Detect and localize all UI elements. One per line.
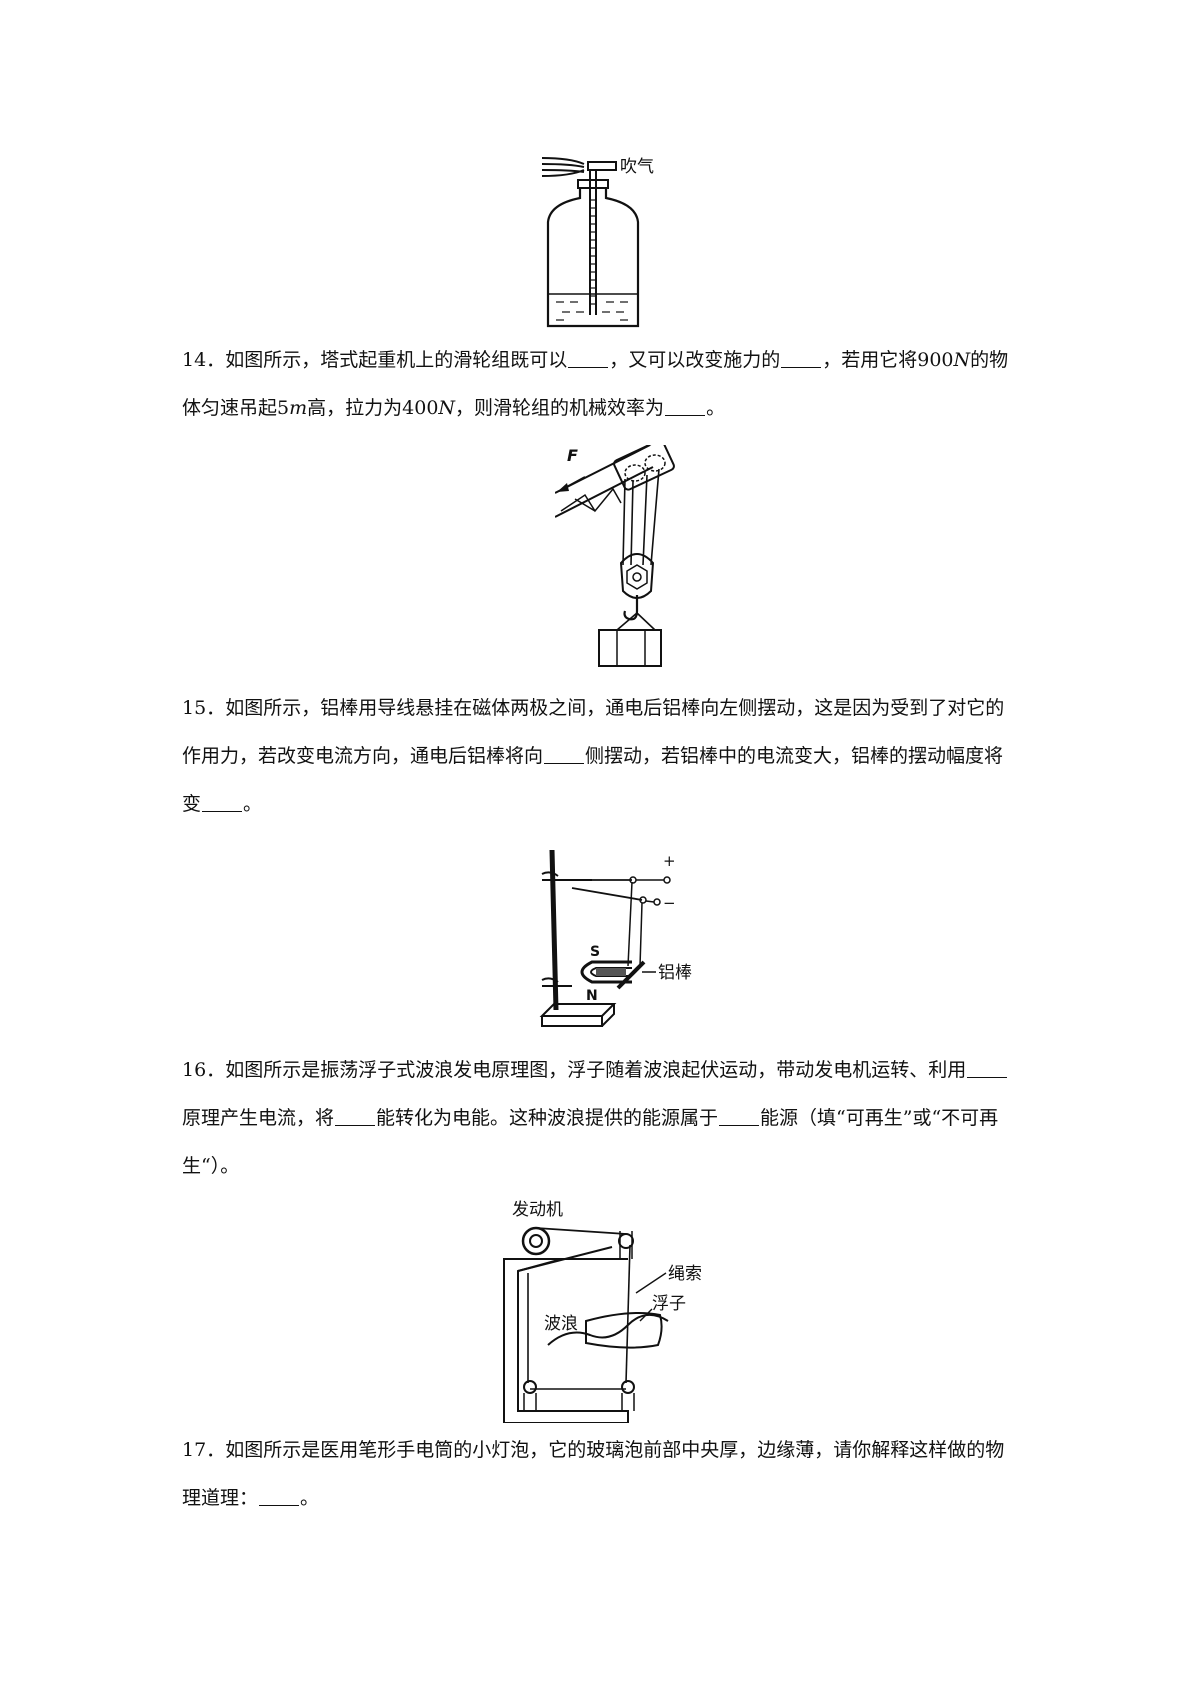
float-label: 浮子 (652, 1294, 686, 1314)
engine-label: 发动机 (512, 1200, 563, 1220)
q15-text-1: 如图所示，铝棒用导线悬挂在磁体两极之间，通电后铝棒向左侧摆动，这是因为受到了对它… (182, 697, 1005, 767)
figure-bottle-blow: 吹气 (541, 157, 654, 328)
question-16: 16．如图所示是振荡浮子式波浪发电原理图，浮子随着波浪起伏运动，带动发电机运转、… (182, 1046, 1022, 1190)
q16-text-4: 能源（填“可再生”或“不可再生“）。 (182, 1107, 999, 1177)
q14-value-2: 5 (277, 397, 290, 419)
q14-text-4: 的物体匀速吊起 (182, 349, 1009, 419)
answer-blank[interactable] (568, 349, 609, 368)
answer-blank[interactable] (202, 793, 243, 812)
answer-blank[interactable] (259, 1487, 300, 1506)
q14-text-5: 高，拉力为 (307, 397, 403, 419)
answer-blank[interactable] (967, 1059, 1008, 1078)
question-number: 16． (182, 1059, 226, 1081)
answer-blank[interactable] (781, 349, 822, 368)
q14-unit-3: N (438, 397, 456, 419)
q15-text-3: 。 (243, 793, 263, 815)
q15-text-2: 侧摆动，若铝棒中的电流变大，铝棒的摆动幅度将变 (182, 745, 1004, 815)
question-number: 14． (182, 349, 226, 371)
q14-value-3: 400 (402, 397, 439, 419)
force-label-F: F (567, 446, 578, 465)
q14-unit-1: N (953, 349, 971, 371)
q14-text-3: ，若用它将 (822, 349, 918, 371)
north-pole-label: N (586, 988, 598, 1004)
answer-blank[interactable] (719, 1107, 760, 1126)
q17-text-2: 。 (300, 1487, 320, 1509)
wave-label: 波浪 (544, 1314, 578, 1334)
question-number: 17． (182, 1439, 226, 1461)
figure-aluminum-rod-magnet: + − S N 铝棒 (539, 849, 692, 1027)
aluminum-rod-label: 铝棒 (658, 963, 692, 983)
blow-label: 吹气 (620, 157, 654, 177)
q16-text-3: 能转化为电能。这种波浪提供的能源属于 (376, 1107, 719, 1129)
minus-terminal-label: − (663, 894, 676, 912)
answer-blank[interactable] (544, 745, 585, 764)
q14-unit-2: m (289, 397, 308, 419)
plus-terminal-label: + (663, 852, 676, 870)
q14-text-7: 。 (706, 397, 726, 419)
question-17: 17．如图所示是医用笔形手电筒的小灯泡，它的玻璃泡前部中央厚，边缘薄，请你解释这… (182, 1426, 1022, 1522)
figure-wave-generator: 发动机 绳索 浮子 波浪 (503, 1200, 702, 1423)
rope-label: 绳索 (668, 1264, 702, 1284)
south-pole-label: S (590, 944, 600, 960)
q14-text-6: ，则滑轮组的机械效率为 (455, 397, 665, 419)
answer-blank[interactable] (665, 397, 706, 416)
question-14: 14．如图所示，塔式起重机上的滑轮组既可以，又可以改变施力的，若用它将900N的… (182, 336, 1022, 432)
q16-text-1: 如图所示是振荡浮子式波浪发电原理图，浮子随着波浪起伏运动，带动发电机运转、利用 (225, 1059, 967, 1081)
q17-text-1: 如图所示是医用笔形手电筒的小灯泡，它的玻璃泡前部中央厚，边缘薄，请你解释这样做的… (182, 1439, 1005, 1509)
q14-text-2: ，又可以改变施力的 (609, 349, 781, 371)
question-number: 15． (182, 697, 226, 719)
q14-text-1: 如图所示，塔式起重机上的滑轮组既可以 (225, 349, 568, 371)
q14-value-1: 900 (917, 349, 954, 371)
answer-blank[interactable] (335, 1107, 376, 1126)
figure-crane-pulley: F (555, 445, 675, 667)
question-15: 15．如图所示，铝棒用导线悬挂在磁体两极之间，通电后铝棒向左侧摆动，这是因为受到… (182, 684, 1022, 828)
q16-text-2: 原理产生电流，将 (182, 1107, 335, 1129)
